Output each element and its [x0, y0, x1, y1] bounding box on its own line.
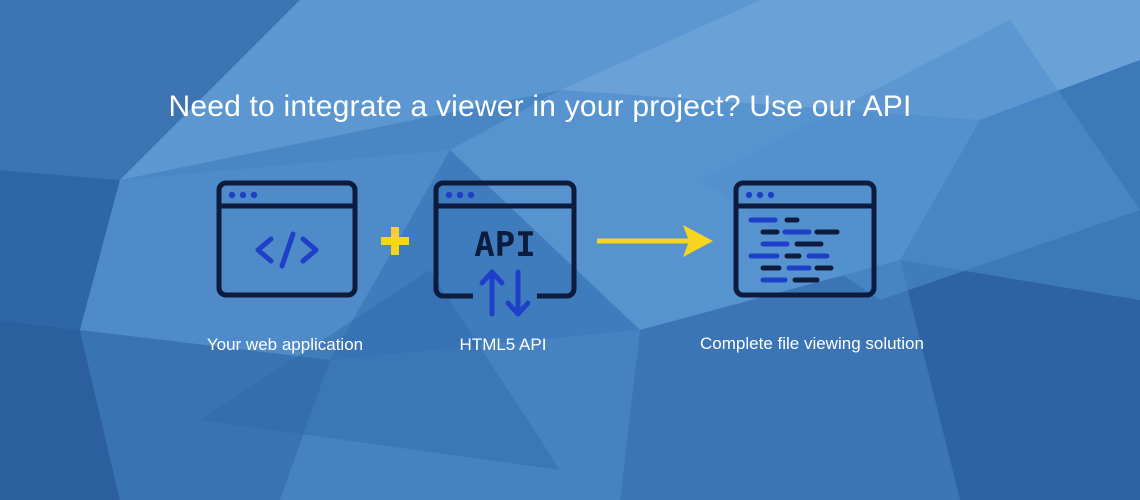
code-window-icon	[216, 180, 358, 298]
code-document-window-icon	[733, 180, 877, 298]
api-window-icon: API	[433, 180, 577, 317]
caption-web-application: Your web application	[206, 335, 364, 354]
arrow-right-icon	[597, 225, 713, 257]
headline: Need to integrate a viewer in your proje…	[168, 90, 912, 123]
caption-html5-api: HTML5 API	[459, 335, 547, 354]
caption-file-viewing-solution: Complete file viewing solution	[700, 334, 924, 353]
plus-icon	[381, 227, 409, 255]
api-badge: API	[474, 225, 535, 265]
